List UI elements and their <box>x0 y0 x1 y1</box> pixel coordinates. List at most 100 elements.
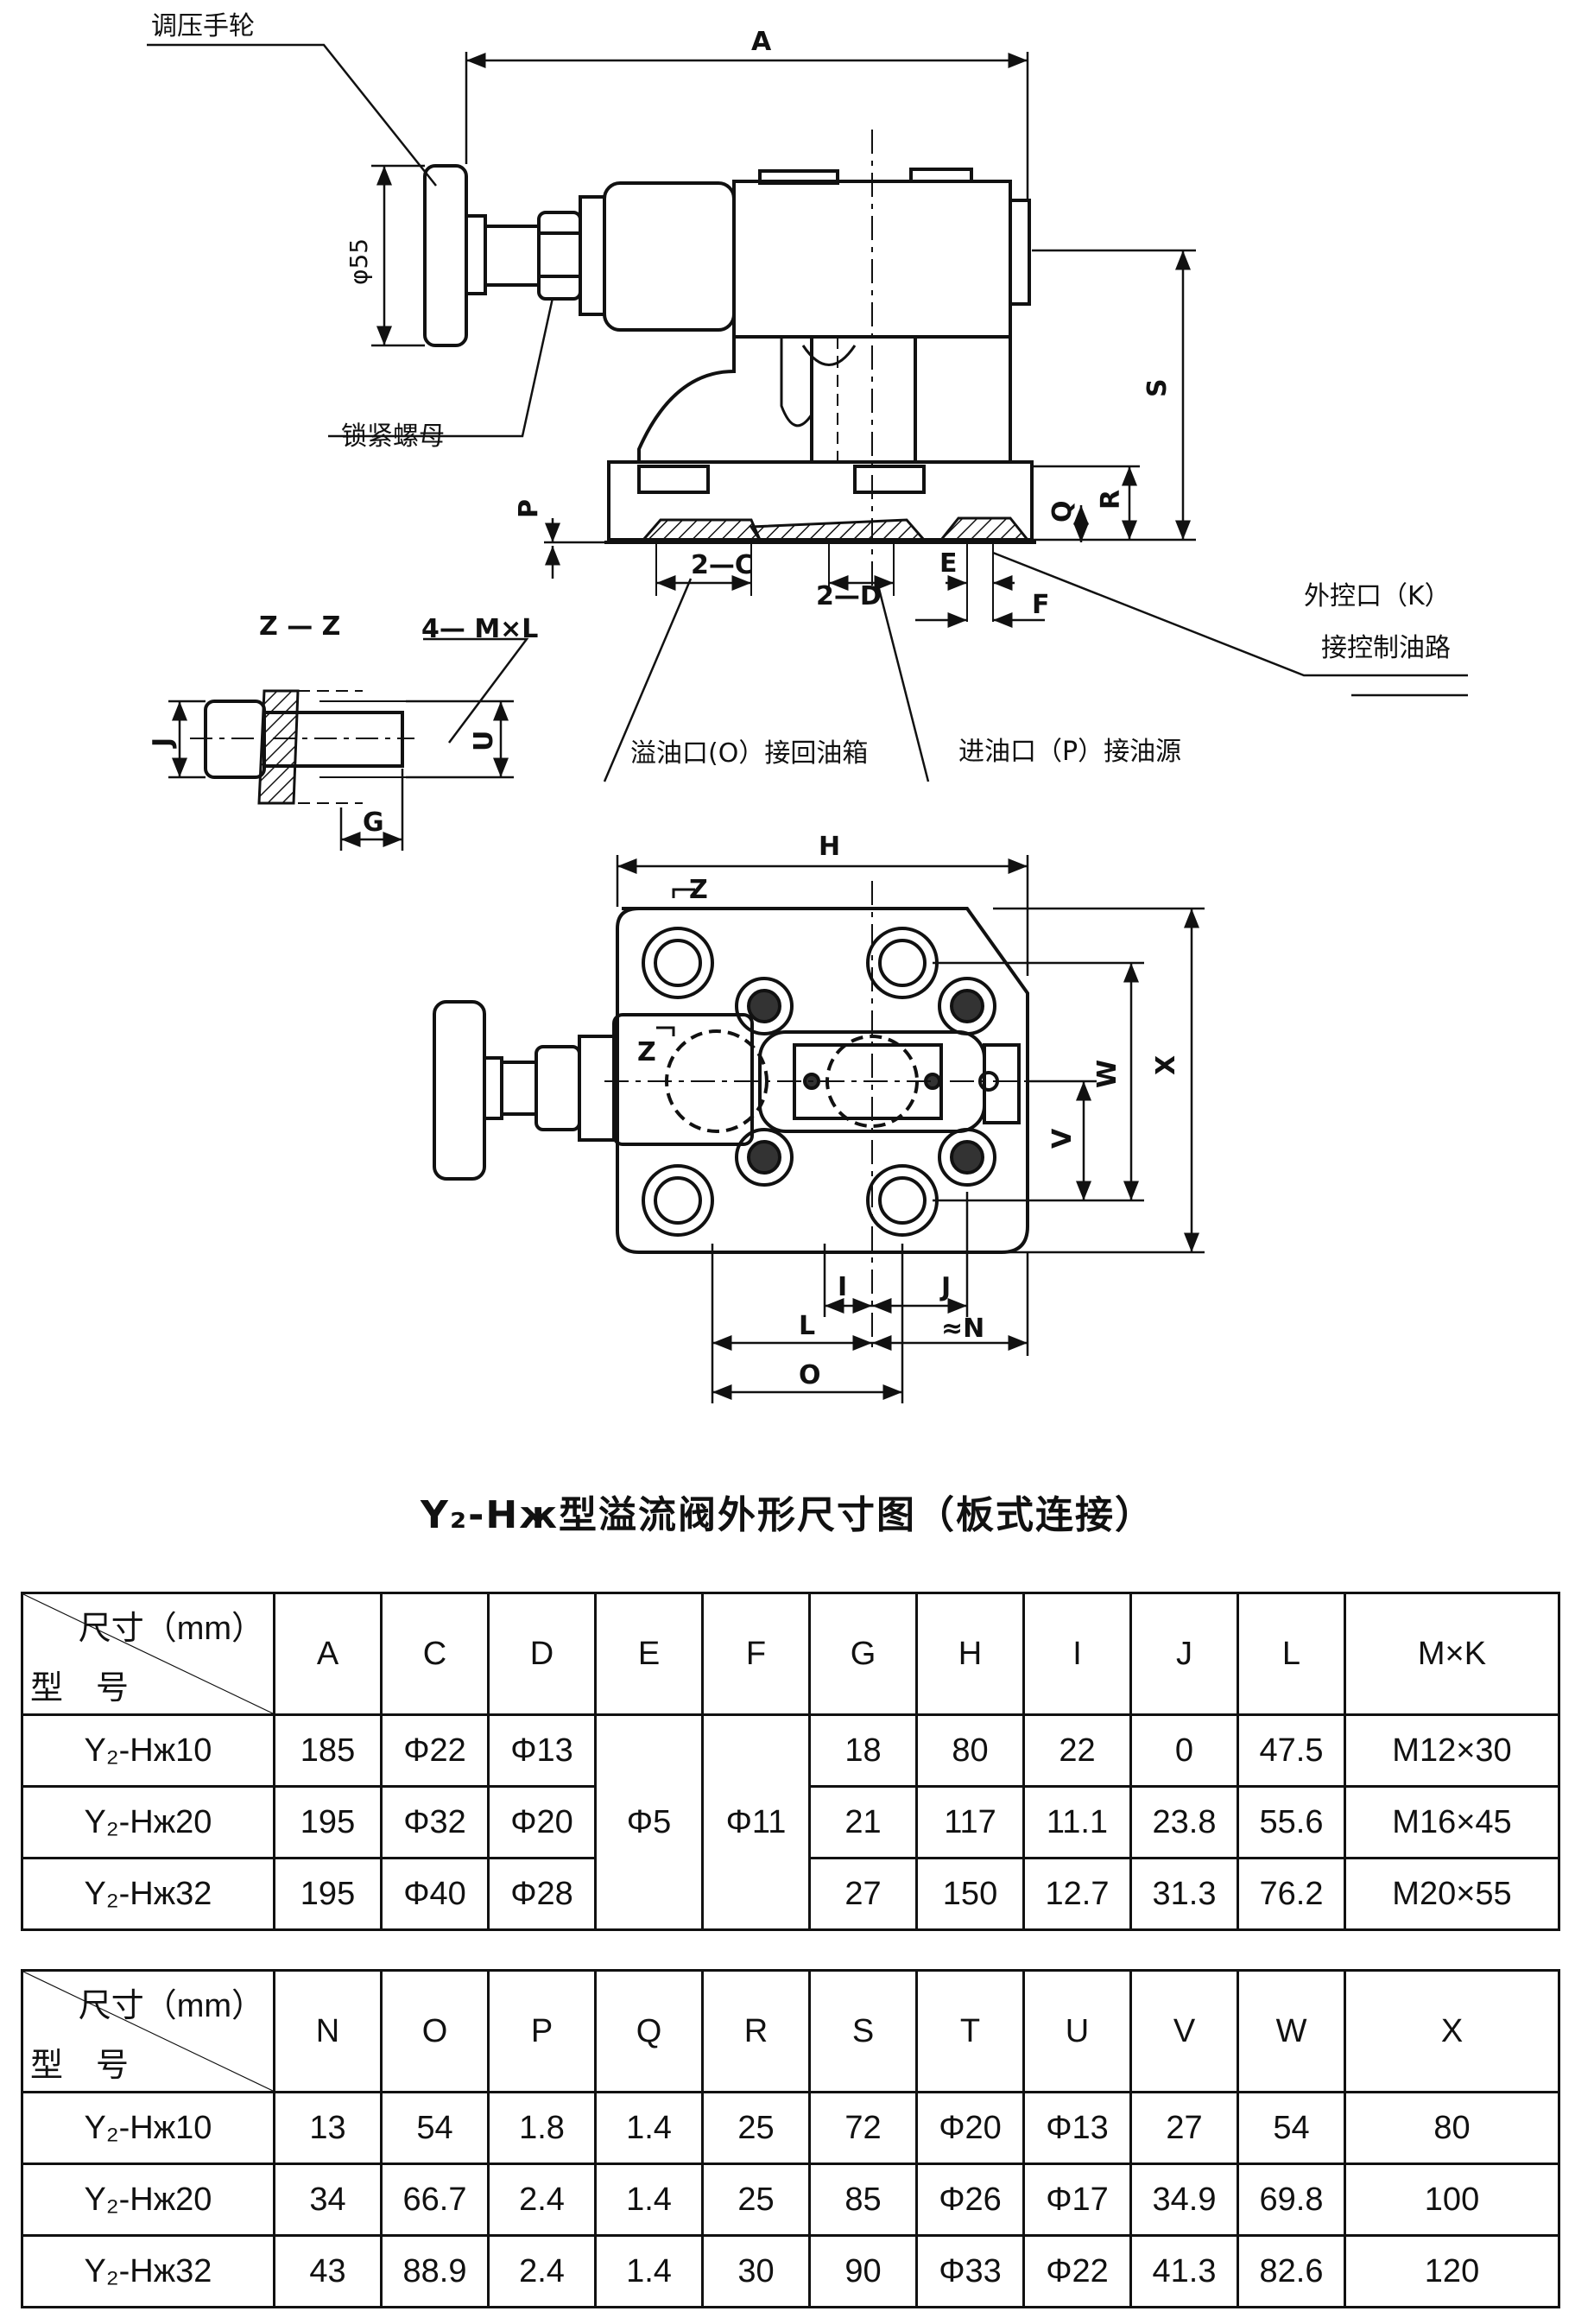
label-S: S <box>1142 378 1173 397</box>
table-cell: 100 <box>1344 2163 1560 2237</box>
model-cell: Y₂-Hж10 <box>21 2091 275 2165</box>
label-zz: Z — Z <box>259 611 340 642</box>
model-cell: Y₂-Hж32 <box>21 2234 275 2308</box>
zz-section-dimensions <box>168 637 529 851</box>
table-cell: Φ17 <box>1022 2163 1132 2237</box>
table2-corner-top: 尺寸（mm） <box>78 1988 264 2024</box>
table-cell-shared-F: Φ11 <box>701 1713 811 1931</box>
table-cell: 195 <box>273 1785 383 1859</box>
table-cell: 90 <box>808 2234 918 2308</box>
label-inlet-port: 进油口（P）接油源 <box>958 737 1181 767</box>
label-Q: Q <box>1047 500 1078 522</box>
table2-header: S <box>808 1969 918 2093</box>
table1-header: J <box>1129 1592 1239 1716</box>
table2-header: O <box>380 1969 490 2093</box>
table-cell: 47.5 <box>1237 1713 1346 1788</box>
table2-header: R <box>701 1969 811 2093</box>
table2-header: U <box>1022 1969 1132 2093</box>
label-external-port-sub: 接控制油路 <box>1321 633 1451 663</box>
label-I: I <box>838 1272 847 1302</box>
table-cell-shared-E: Φ5 <box>594 1713 704 1931</box>
table-row: Y₂-Hж10 13 54 1.8 1.4 25 72 Φ20 Φ13 27 5… <box>21 2091 1560 2165</box>
table-cell: 80 <box>1344 2091 1560 2165</box>
table2-header: N <box>273 1969 383 2093</box>
valve-dimension-drawing: 调压手轮 锁紧螺母 φ55 A S R Q P 2—C 2—D E F 外控口（… <box>147 11 1468 1403</box>
label-F: F <box>1032 590 1050 620</box>
table1-header: G <box>808 1592 918 1716</box>
table-cell: 22 <box>1022 1713 1132 1788</box>
table-cell: 55.6 <box>1237 1785 1346 1859</box>
table-cell: 13 <box>273 2091 383 2165</box>
label-V: V <box>1047 1128 1078 1149</box>
table-cell: Φ28 <box>487 1857 597 1931</box>
table-cell: Φ22 <box>380 1713 490 1788</box>
table-row: Y₂-Hж32 195 Φ40 Φ28 27 150 12.7 31.3 76.… <box>21 1857 1560 1931</box>
table2-header: V <box>1129 1969 1239 2093</box>
label-Z-side: Z <box>637 1037 656 1067</box>
label-O: O <box>799 1360 821 1390</box>
table-row: Y₂-Hж10 185 Φ22 Φ13 Φ5 Φ11 18 80 22 0 47… <box>21 1713 1560 1931</box>
table-cell: 69.8 <box>1237 2163 1346 2237</box>
table-cell: 85 <box>808 2163 918 2237</box>
front-view-dimensions <box>147 43 1468 782</box>
table-cell: 41.3 <box>1129 2234 1239 2308</box>
table1-corner-top: 尺寸（mm） <box>78 1611 264 1647</box>
table-cell: 80 <box>915 1713 1025 1788</box>
table-cell: 1.8 <box>487 2091 597 2165</box>
table2-corner-bottom: 型 号 <box>30 2048 130 2084</box>
table-row: Y₂-Hж20 195 Φ32 Φ20 21 117 11.1 23.8 55.… <box>21 1785 1560 1859</box>
label-P: P <box>514 499 544 518</box>
table-cell: 34 <box>273 2163 383 2237</box>
table-cell: 0 <box>1129 1713 1239 1788</box>
table-cell: 76.2 <box>1237 1857 1346 1931</box>
table-cell: Φ40 <box>380 1857 490 1931</box>
model-cell: Y₂-Hж10 <box>21 1713 275 1788</box>
label-J: J <box>939 1272 951 1302</box>
table-cell: 1.4 <box>594 2091 704 2165</box>
table-cell: 195 <box>273 1857 383 1931</box>
label-overflow-port: 溢油口(O）接回油箱 <box>630 738 868 769</box>
table1-header: C <box>380 1592 490 1716</box>
table-cell: M20×55 <box>1344 1857 1560 1931</box>
table-cell: 18 <box>808 1713 918 1788</box>
table-cell: 185 <box>273 1713 383 1788</box>
label-mxl: 4— M×L <box>421 614 538 644</box>
dimension-table-2: 尺寸（mm） 型 号 N O P Q R S T U V W X Y₂-Hж10… <box>21 1969 1560 2308</box>
label-X: X <box>1151 1055 1181 1075</box>
table-cell: 150 <box>915 1857 1025 1931</box>
table2-header: Q <box>594 1969 704 2093</box>
table-cell: 66.7 <box>380 2163 490 2237</box>
table-cell: Φ20 <box>487 1785 597 1859</box>
table-cell: 25 <box>701 2091 811 2165</box>
table-cell: 72 <box>808 2091 918 2165</box>
dimension-table-1: 尺寸（mm） 型 号 A C D E F G H I J L M×K Y₂-Hж… <box>21 1592 1560 1931</box>
table-cell: Φ13 <box>487 1713 597 1788</box>
label-R: R <box>1096 490 1126 510</box>
label-H: H <box>819 832 840 862</box>
table-cell: Φ22 <box>1022 2234 1132 2308</box>
label-A: A <box>751 27 772 57</box>
plan-view <box>433 881 1036 1347</box>
label-phi55: φ55 <box>345 238 373 285</box>
table-cell: 1.4 <box>594 2163 704 2237</box>
table2-header-row: 尺寸（mm） 型 号 N O P Q R S T U V W X <box>21 1969 1560 2093</box>
table1-header: I <box>1022 1592 1132 1716</box>
label-L: L <box>799 1311 815 1341</box>
table2-header: P <box>487 1969 597 2093</box>
label-Z-top: Z <box>689 875 708 905</box>
front-view <box>423 130 1036 622</box>
table-cell: 25 <box>701 2163 811 2237</box>
label-U-small: U <box>469 731 499 751</box>
table-cell: M16×45 <box>1344 1785 1560 1859</box>
figure-title: Y₂-Hж型溢流阀外形尺寸图（板式连接） <box>420 1493 1154 1537</box>
table-cell: 12.7 <box>1022 1857 1132 1931</box>
table-cell: 21 <box>808 1785 918 1859</box>
model-cell: Y₂-Hж32 <box>21 1857 275 1931</box>
table-cell: 34.9 <box>1129 2163 1239 2237</box>
table1-header: L <box>1237 1592 1346 1716</box>
table-cell: 23.8 <box>1129 1785 1239 1859</box>
table1-corner-cell: 尺寸（mm） 型 号 <box>21 1592 275 1716</box>
table-cell: 43 <box>273 2234 383 2308</box>
label-handwheel: 调压手轮 <box>151 11 255 41</box>
table-cell: 117 <box>915 1785 1025 1859</box>
